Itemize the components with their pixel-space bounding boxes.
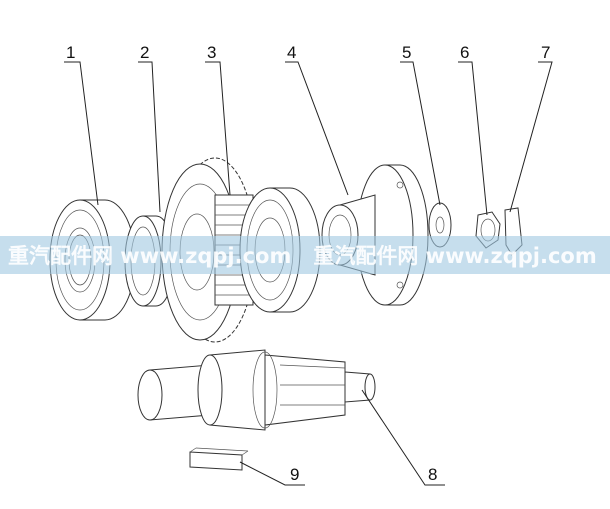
watermark-banner: 重汽配件网 www.zqpj.com 重汽配件网 www.zqpj.com [0,236,610,274]
part-8-shaft [137,349,376,431]
callout-8: 8 [428,465,437,484]
callout-1: 1 [66,43,75,62]
callout-5: 5 [402,43,411,62]
watermark-text: 重汽配件网 www.zqpj.com [313,244,597,268]
callout-7: 7 [541,43,550,62]
callout-6: 6 [460,43,469,62]
callout-9: 9 [290,465,299,484]
watermark-text: 重汽配件网 www.zqpj.com [8,244,292,268]
callout-3: 3 [207,43,216,62]
callout-2: 2 [140,43,149,62]
part-9-key [189,447,249,471]
callout-4: 4 [287,43,296,62]
part-4-flange-hub [321,164,429,306]
leader-lines [64,61,553,486]
